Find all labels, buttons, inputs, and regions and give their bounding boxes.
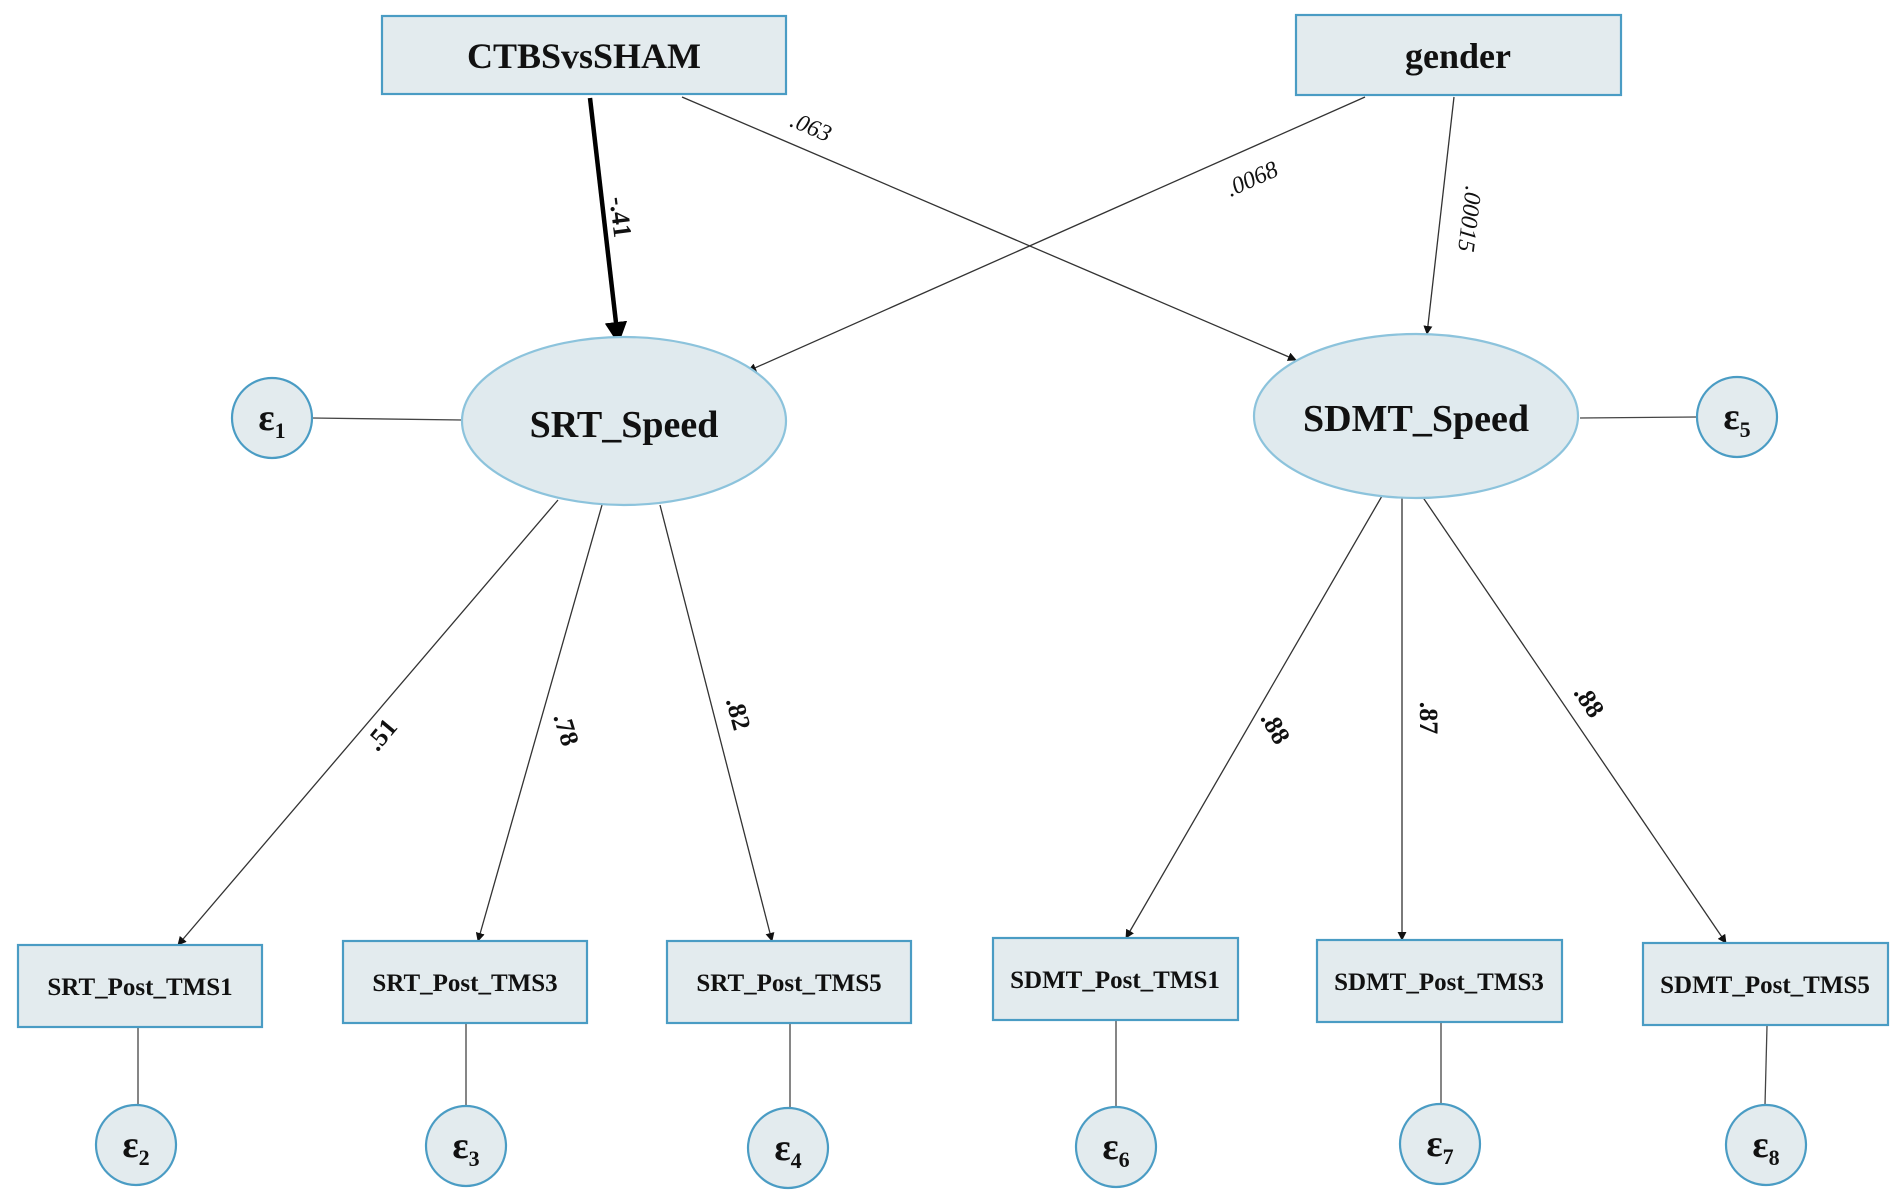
error-e5-symbol: ε	[1723, 396, 1739, 438]
node-sdmt-post-tms3: SDMT_Post_TMS3	[1315, 938, 1564, 1024]
error-e7-sub: 7	[1443, 1144, 1454, 1169]
path-ctbs-to-srt-speed	[587, 97, 628, 345]
path-gender-to-sdmt-speed	[1423, 96, 1455, 335]
error-e6-sub: 6	[1119, 1147, 1130, 1172]
svg-text:ε2: ε2	[122, 1124, 149, 1170]
node-srt-speed-label: SRT_Speed	[530, 404, 719, 446]
error-e4-sub: 4	[791, 1148, 802, 1173]
node-srt-post-tms5: SRT_Post_TMS5	[665, 939, 913, 1025]
error-e2: ε2	[94, 1103, 178, 1187]
error-e8-symbol: ε	[1752, 1124, 1768, 1166]
path-srt-speed-to-tms5	[659, 504, 775, 942]
error-e1-sub: 1	[275, 418, 286, 443]
error-e7: ε7	[1398, 1102, 1482, 1186]
node-srt-speed: SRT_Speed	[460, 335, 788, 507]
error-e6-symbol: ε	[1102, 1126, 1118, 1168]
node-srt-post-tms3: SRT_Post_TMS3	[341, 939, 589, 1025]
conn-e5-sdmt-speed	[1579, 416, 1698, 419]
error-e8-sub: 8	[1769, 1145, 1780, 1170]
conn-e8	[1764, 1025, 1768, 1106]
node-ctbsvssham: CTBSvsSHAM	[380, 14, 788, 96]
path-srt-speed-to-tms1	[177, 499, 559, 946]
coef-sdmt-tms3: .87	[1414, 702, 1443, 735]
error-e5: ε5	[1695, 375, 1779, 459]
error-e7-symbol: ε	[1426, 1123, 1442, 1165]
error-e4-symbol: ε	[774, 1127, 790, 1169]
node-sdmt-speed: SDMT_Speed	[1252, 332, 1580, 500]
path-sdmt-speed-to-tms5	[1421, 495, 1727, 944]
node-srt-post-tms1: SRT_Post_TMS1	[16, 943, 264, 1029]
svg-text:ε8: ε8	[1752, 1124, 1779, 1170]
error-e5-sub: 5	[1740, 417, 1751, 442]
error-e4: ε4	[746, 1106, 830, 1190]
coef-srt-tms5: .82	[720, 694, 756, 733]
node-sdmt-post-tms1-label: SDMT_Post_TMS1	[1010, 967, 1220, 994]
error-e3-symbol: ε	[452, 1125, 468, 1167]
node-sdmt-post-tms5-label: SDMT_Post_TMS5	[1660, 972, 1870, 999]
node-srt-post-tms3-label: SRT_Post_TMS3	[372, 970, 557, 997]
node-srt-post-tms1-label: SRT_Post_TMS1	[47, 974, 232, 1001]
svg-text:ε6: ε6	[1102, 1126, 1129, 1172]
coef-sdmt-tms5: .88	[1568, 680, 1610, 723]
coef-gender-srt: .0068	[1222, 157, 1282, 203]
node-gender: gender	[1294, 13, 1623, 97]
error-e1: ε1	[230, 376, 314, 460]
error-e3: ε3	[424, 1104, 508, 1188]
svg-text:ε5: ε5	[1723, 396, 1750, 442]
path-sdmt-speed-to-tms1	[1125, 495, 1383, 939]
error-e3-sub: 3	[469, 1146, 480, 1171]
coef-sdmt-tms1: .88	[1255, 706, 1296, 749]
coef-srt-tms3: .78	[548, 710, 585, 750]
error-e2-sub: 2	[139, 1145, 150, 1170]
node-sdmt-post-tms3-label: SDMT_Post_TMS3	[1334, 969, 1544, 996]
coef-ctbs-sdmt: .063	[786, 107, 835, 147]
svg-text:ε7: ε7	[1426, 1123, 1453, 1169]
node-sdmt-speed-label: SDMT_Speed	[1303, 398, 1529, 440]
svg-text:ε4: ε4	[774, 1127, 801, 1173]
path-gender-to-srt-speed	[747, 96, 1366, 372]
path-srt-speed-to-tms3	[475, 504, 603, 942]
coef-ctbs-srt: -.41	[604, 195, 638, 239]
edges	[137, 96, 1768, 1108]
conn-e1-srt-speed	[311, 417, 463, 421]
error-e1-symbol: ε	[258, 397, 274, 439]
svg-text:ε3: ε3	[452, 1125, 479, 1171]
node-sdmt-post-tms1: SDMT_Post_TMS1	[991, 936, 1240, 1022]
coef-srt-tms1: .51	[360, 713, 403, 757]
node-gender-label: gender	[1405, 36, 1511, 76]
svg-text:ε1: ε1	[258, 397, 285, 443]
coef-gender-sdmt: .00015	[1452, 185, 1486, 254]
node-srt-post-tms5-label: SRT_Post_TMS5	[696, 970, 881, 997]
path-ctbs-to-sdmt-speed	[681, 96, 1297, 361]
error-e6: ε6	[1074, 1105, 1158, 1189]
error-e2-symbol: ε	[122, 1124, 138, 1166]
error-e8: ε8	[1724, 1103, 1808, 1187]
node-sdmt-post-tms5: SDMT_Post_TMS5	[1641, 941, 1890, 1027]
node-ctbsvssham-label: CTBSvsSHAM	[467, 36, 701, 76]
